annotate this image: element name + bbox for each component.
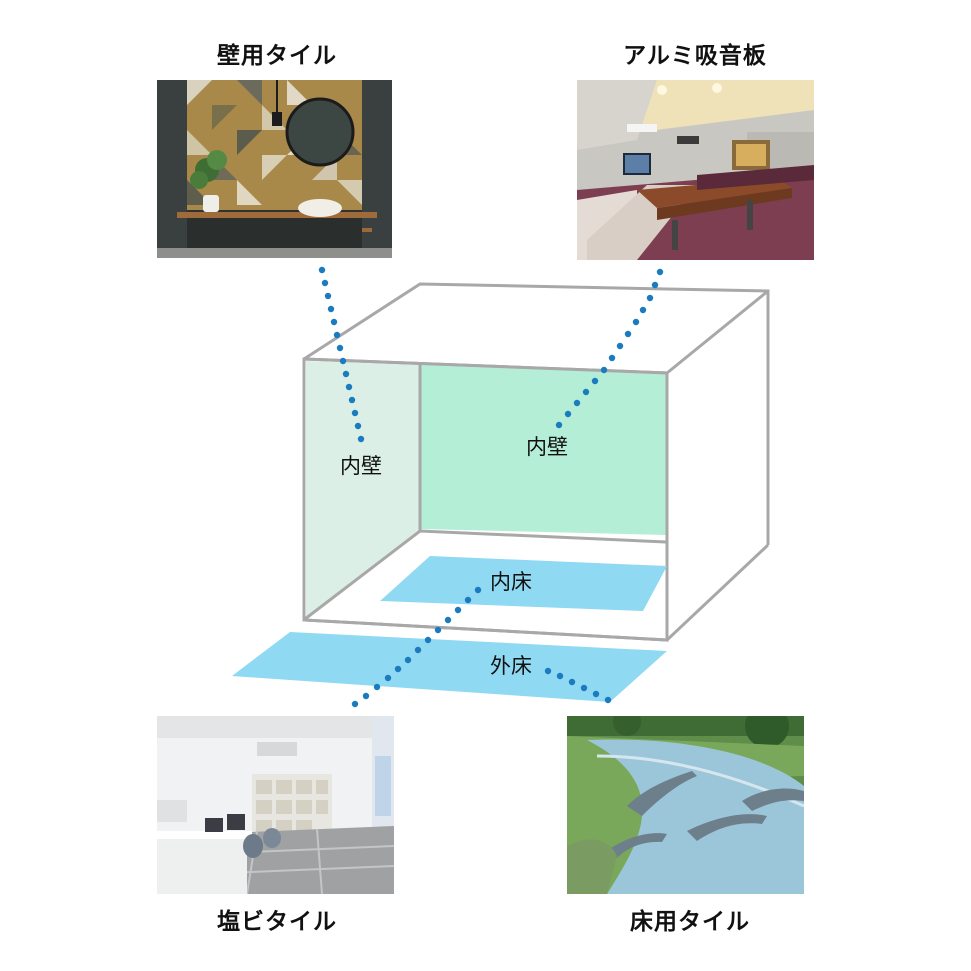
- caption-wall-tile: 壁用タイル: [217, 43, 337, 69]
- caption-floor-tile: 床用タイル: [630, 909, 750, 935]
- outer-floor-region: [232, 632, 667, 702]
- inner-floor-region: [380, 556, 667, 611]
- caption-aluminum-panel: アルミ吸音板: [623, 43, 767, 69]
- inner-wall-left-region: [306, 361, 420, 618]
- label-outer-floor: 外床: [490, 654, 532, 678]
- wall-tile-photo: [157, 80, 392, 258]
- aluminum-panel-photo: [577, 80, 814, 260]
- inner-wall-back-region: [421, 365, 666, 535]
- vinyl-tile-photo: [157, 716, 394, 894]
- label-inner-wall-back: 内壁: [526, 435, 568, 459]
- label-inner-floor: 内床: [490, 570, 532, 594]
- floor-tile-photo: [567, 716, 804, 894]
- caption-vinyl-tile: 塩ビタイル: [217, 909, 337, 935]
- dotted-leaders: [318, 266, 664, 708]
- label-inner-wall-left: 内壁: [340, 454, 382, 478]
